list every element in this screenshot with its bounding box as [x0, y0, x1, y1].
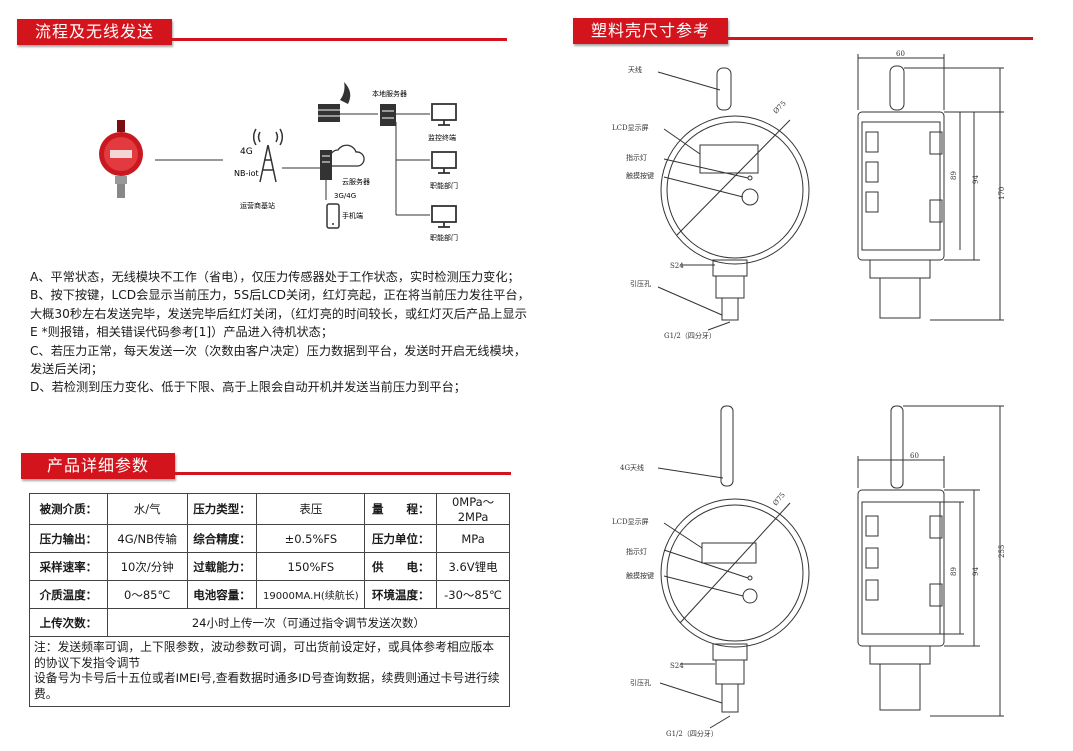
h94-dim-label: 94	[972, 567, 980, 576]
lcd-label: LCD显示屏	[612, 124, 649, 132]
table-cell: 4G/NB传输	[106, 524, 188, 553]
h94-dim-label: 94	[972, 175, 980, 184]
local-server-icon	[380, 104, 396, 126]
dims-section-header: 塑料壳尺寸参考	[573, 18, 1033, 44]
mobile-net-label: 3G/4G	[334, 192, 356, 200]
description-item-a: A、平常状态，无线模块不工作（省电），仅压力传感器处于工作状态，实时检测压力变化…	[30, 270, 520, 284]
touch-key-label: 触摸按键	[626, 171, 654, 180]
base-station-icon	[252, 128, 284, 183]
lcd-label: LCD显示屏	[612, 518, 649, 526]
drawing-bottom: 4G天线 LCD显示屏 指示灯 触摸按键 S24 引压孔 G1/2（四分牙） Ø…	[612, 405, 1006, 738]
section-title: 塑料壳尺寸参考	[573, 18, 729, 44]
h170-dim-label: 170	[998, 187, 1006, 200]
table-row: 被测介质： 水/气 压力类型： 表压 量 程： 0MPa～2MPa	[29, 493, 510, 525]
device-image	[99, 120, 143, 198]
description-item-d: D、若检测到压力变化、低于下限、高于上限会自动开机并发送当前压力到平台；	[30, 380, 466, 395]
table-cell: 量 程：	[364, 493, 438, 525]
dept2-label: 职能部门	[430, 233, 458, 242]
thread-label: G1/2（四分牙）	[664, 331, 716, 340]
table-cell: 水/气	[106, 493, 188, 525]
antenna-label: 天线	[628, 65, 642, 74]
cloud-server-icon	[320, 144, 365, 180]
diameter-label: Ø75	[771, 491, 787, 507]
specs-section-header: 产品详细参数	[21, 453, 511, 479]
divider	[728, 36, 1033, 40]
table-row: 介质温度： 0～85℃ 电池容量： 19000MA.H(续航长) 环境温度： -…	[29, 580, 510, 609]
table-row: 采样速率： 10次/分钟 过载能力： 150%FS 供 电： 3.6V锂电	[29, 552, 510, 581]
h255-dim-label: 255	[998, 545, 1006, 558]
base-station-label: 运营商基站	[240, 201, 275, 210]
table-cell: 压力类型：	[186, 493, 258, 525]
table-cell: 过载能力：	[186, 552, 258, 581]
table-cell: 0～85℃	[106, 580, 188, 609]
description-item-c: C、若压力正常，每天发送一次（次数由客户决定）压力数据到平台，发送时开启无线模块…	[30, 343, 527, 377]
table-cell: 3.6V锂电	[436, 552, 510, 581]
divider	[172, 37, 507, 41]
net-4g-label: 4G	[240, 147, 253, 157]
table-cell: 压力输出：	[29, 524, 108, 553]
phone-icon	[326, 203, 340, 229]
indicator-label: 指示灯	[626, 547, 647, 556]
table-row: 注：发送频率可调，上下限参数，波动参数可调，可出货前设定好，或具体参考相应版本的…	[29, 636, 510, 707]
firewall-icon	[318, 82, 351, 122]
note-line: 设备号为卡号后十五位或者IMEI号,查看数据时通多ID号查询数据，续费则通过卡号…	[34, 671, 500, 701]
indicator-label: 指示灯	[626, 153, 647, 162]
description-item-b: B、按下按键，LCD会显示当前压力，5S后LCD关闭，红灯亮起，正在将当前压力发…	[30, 288, 530, 340]
note-line: 注：发送频率可调，上下限参数，波动参数可调，可出货前设定好，或具体参考相应版本的…	[34, 640, 495, 670]
dept1-label: 职能部门	[430, 181, 458, 190]
table-cell: 150%FS	[256, 552, 366, 581]
monitor-icon	[431, 151, 457, 174]
table-cell: 19000MA.H(续航长)	[256, 580, 366, 609]
antenna-label: 4G天线	[620, 463, 644, 472]
h89-dim-label: 89	[950, 171, 958, 180]
drawing-top: 天线 LCD显示屏 指示灯 触摸按键 S24 引压孔 G1/2（四分牙） Ø75…	[612, 50, 1006, 340]
notes-cell: 注：发送频率可调，上下限参数，波动参数可调，可出货前设定好，或具体参考相应版本的…	[29, 636, 510, 707]
h89-dim-label: 89	[950, 567, 958, 576]
table-cell: 介质温度：	[29, 580, 108, 609]
table-cell: 0MPa～2MPa	[436, 493, 510, 525]
table-cell: 环境温度：	[364, 580, 438, 609]
s24-label: S24	[670, 662, 684, 670]
table-cell: 上传次数：	[29, 608, 108, 637]
table-row: 压力输出： 4G/NB传输 综合精度： ±0.5%FS 压力单位： MPa	[29, 524, 510, 553]
monitor-terminal-label: 监控终端	[428, 133, 456, 142]
table-cell: 表压	[256, 493, 366, 525]
table-cell: 被测介质：	[29, 493, 108, 525]
table-cell: MPa	[436, 524, 510, 553]
table-cell: -30～85℃	[436, 580, 510, 609]
monitor-icon	[431, 103, 457, 126]
touch-key-label: 触摸按键	[626, 571, 654, 580]
s24-label: S24	[670, 262, 684, 270]
cloud-server-label: 云服务器	[342, 177, 370, 186]
spec-table: 被测介质： 水/气 压力类型： 表压 量 程： 0MPa～2MPa 压力输出： …	[29, 493, 511, 707]
nb-iot-label: NB-iot	[234, 169, 259, 178]
pressure-hole-label: 引压孔	[630, 279, 651, 288]
table-cell: 24小时上传一次（可通过指令调节发送次数）	[106, 608, 511, 637]
description-block: A、平常状态，无线模块不工作（省电），仅压力传感器处于工作状态，实时检测压力变化…	[30, 268, 530, 397]
table-cell: 10次/分钟	[106, 552, 188, 581]
thread-label: G1/2（四分牙）	[666, 729, 718, 738]
section-title: 流程及无线发送	[17, 19, 173, 45]
flow-section-header: 流程及无线发送	[17, 19, 507, 45]
diameter-label: Ø75	[772, 99, 788, 115]
table-cell: 综合精度：	[186, 524, 258, 553]
width-dim-label: 60	[896, 50, 905, 58]
pressure-hole-label: 引压孔	[630, 678, 651, 687]
table-row: 上传次数： 24小时上传一次（可通过指令调节发送次数）	[29, 608, 511, 637]
divider	[175, 471, 511, 475]
table-cell: ±0.5%FS	[256, 524, 366, 553]
section-title: 产品详细参数	[21, 453, 176, 479]
table-cell: 电池容量：	[186, 580, 258, 609]
table-cell: 供 电：	[364, 552, 438, 581]
local-server-label: 本地服务器	[372, 89, 407, 98]
network-diagram: 4G NB-iot 运营商基站 云服务器 3G/4G 手机端 本地服务器 监控终…	[99, 82, 458, 242]
table-cell: 压力单位：	[364, 524, 438, 553]
width-dim-label: 60	[910, 452, 919, 460]
phone-label: 手机端	[342, 211, 363, 220]
monitor-icon	[431, 205, 457, 228]
table-cell: 采样速率：	[29, 552, 108, 581]
